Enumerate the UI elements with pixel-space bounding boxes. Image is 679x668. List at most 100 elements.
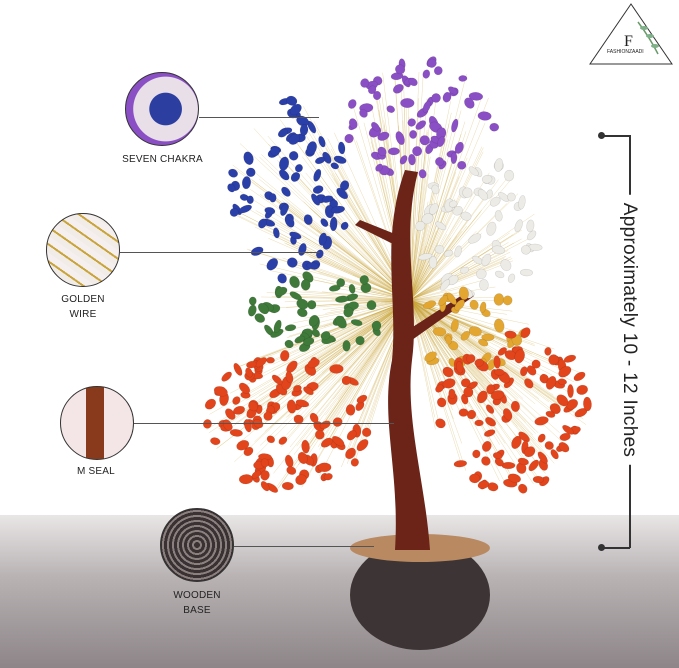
gemstone-chip [279, 350, 290, 362]
callout-line [234, 546, 374, 547]
golden-wire [409, 236, 533, 301]
golden-wire [409, 299, 539, 479]
golden-wire [232, 299, 411, 407]
gemstone-chip [281, 186, 291, 197]
gemstone-chip [246, 167, 256, 177]
golden-wire [259, 299, 411, 310]
gemstone-chip [422, 100, 431, 113]
gemstone-chip [336, 187, 349, 200]
gemstone-chip [245, 367, 253, 378]
measurement-text: Approximately 10 - 12 Inches [614, 194, 644, 466]
golden-wire [236, 215, 411, 301]
gemstone-chip [452, 205, 463, 216]
gemstone-chip [558, 441, 570, 453]
wooden-base-callout [160, 508, 234, 582]
gemstone-chip [481, 333, 495, 342]
gemstone-chip [278, 436, 288, 445]
gemstone-chip [478, 338, 489, 347]
golden-wire [409, 299, 534, 376]
gemstone-chip [394, 64, 406, 75]
gemstone-chip [526, 219, 535, 233]
gemstone-chip [494, 270, 505, 279]
golden-wire [409, 195, 487, 301]
callout-label: GOLDEN WIRE [61, 294, 105, 320]
gemstone-chip [447, 86, 458, 95]
gemstone-chip [229, 429, 243, 437]
golden-wire [409, 294, 463, 301]
gemstone-chip [359, 109, 368, 118]
gemstone-chip [486, 359, 496, 371]
gemstone-chip [494, 158, 504, 172]
tree-trunk [388, 170, 430, 550]
gemstone-chip [251, 470, 262, 479]
gemstone-chip [415, 120, 427, 130]
gemstone-chip [343, 306, 354, 318]
gemstone-chip [464, 97, 475, 109]
gemstone-chip [460, 266, 470, 274]
gemstone-chip [524, 378, 534, 389]
gemstone-chip [460, 211, 472, 221]
gemstone-chip [537, 451, 548, 464]
gemstone-chip [243, 151, 254, 165]
gemstone-chip [341, 375, 352, 386]
gemstone-chip [485, 416, 497, 427]
gemstone-chip [260, 470, 270, 481]
gemstone-chip [507, 192, 516, 202]
golden-wire [409, 252, 455, 301]
gemstone-chip [418, 253, 433, 261]
golden-wire [409, 299, 555, 350]
gemstone-chip [348, 283, 356, 294]
gemstone-chip [451, 118, 459, 133]
gemstone-chip [336, 278, 346, 288]
gemstone-chip [361, 427, 372, 438]
gemstone-chip [247, 304, 257, 317]
gemstone-chip [491, 245, 505, 255]
gemstone-chip [489, 122, 500, 132]
golden-wire [259, 178, 411, 301]
gemstone-chip [232, 396, 241, 405]
gemstone-chip [386, 105, 395, 113]
golden-wire [409, 242, 439, 301]
gemstone-chip [296, 115, 310, 127]
golden-wire [409, 299, 493, 400]
gemstone-chip [318, 232, 328, 246]
golden-wire-callout [46, 213, 120, 287]
golden-wire [289, 299, 411, 448]
gemstone-chip [494, 457, 504, 467]
gemstone-chip [248, 296, 257, 306]
gemstone-chip [494, 368, 505, 376]
gemstone-chip [330, 162, 340, 170]
golden-wire [409, 299, 451, 373]
gemstone-chip [289, 231, 302, 240]
measurement-tick-bottom [602, 547, 630, 549]
gemstone-chip [272, 227, 280, 239]
gemstone-chip [266, 258, 279, 271]
golden-wire [273, 199, 411, 301]
gemstone-chip [290, 171, 301, 182]
gemstone-chip [356, 439, 369, 452]
gemstone-chip [545, 410, 556, 418]
gemstone-chip [514, 219, 523, 233]
gemstone-chip [528, 459, 540, 472]
gemstone-chip [307, 358, 320, 369]
gemstone-chip [556, 394, 569, 407]
gemstone-chip [460, 378, 471, 388]
gemstone-chip [302, 337, 315, 346]
gemstone-chip [399, 155, 408, 165]
gemstone-chip [537, 433, 546, 443]
gemstone-chip [563, 354, 577, 363]
golden-wire [409, 288, 460, 301]
callout-label: M SEAL [77, 466, 115, 477]
golden-wire [232, 299, 411, 404]
gemstone-chip [418, 169, 427, 179]
gemstone-chip [371, 320, 382, 331]
golden-wire [279, 222, 411, 301]
gemstone-chip [233, 362, 243, 376]
gemstone-chip [456, 360, 464, 374]
gemstone-chip [292, 384, 302, 392]
gemstone-chip [337, 141, 346, 155]
gemstone-chip [345, 404, 356, 416]
gemstone-chip [355, 335, 365, 346]
gemstone-chip [434, 157, 445, 167]
gemstone-chip [286, 95, 298, 106]
